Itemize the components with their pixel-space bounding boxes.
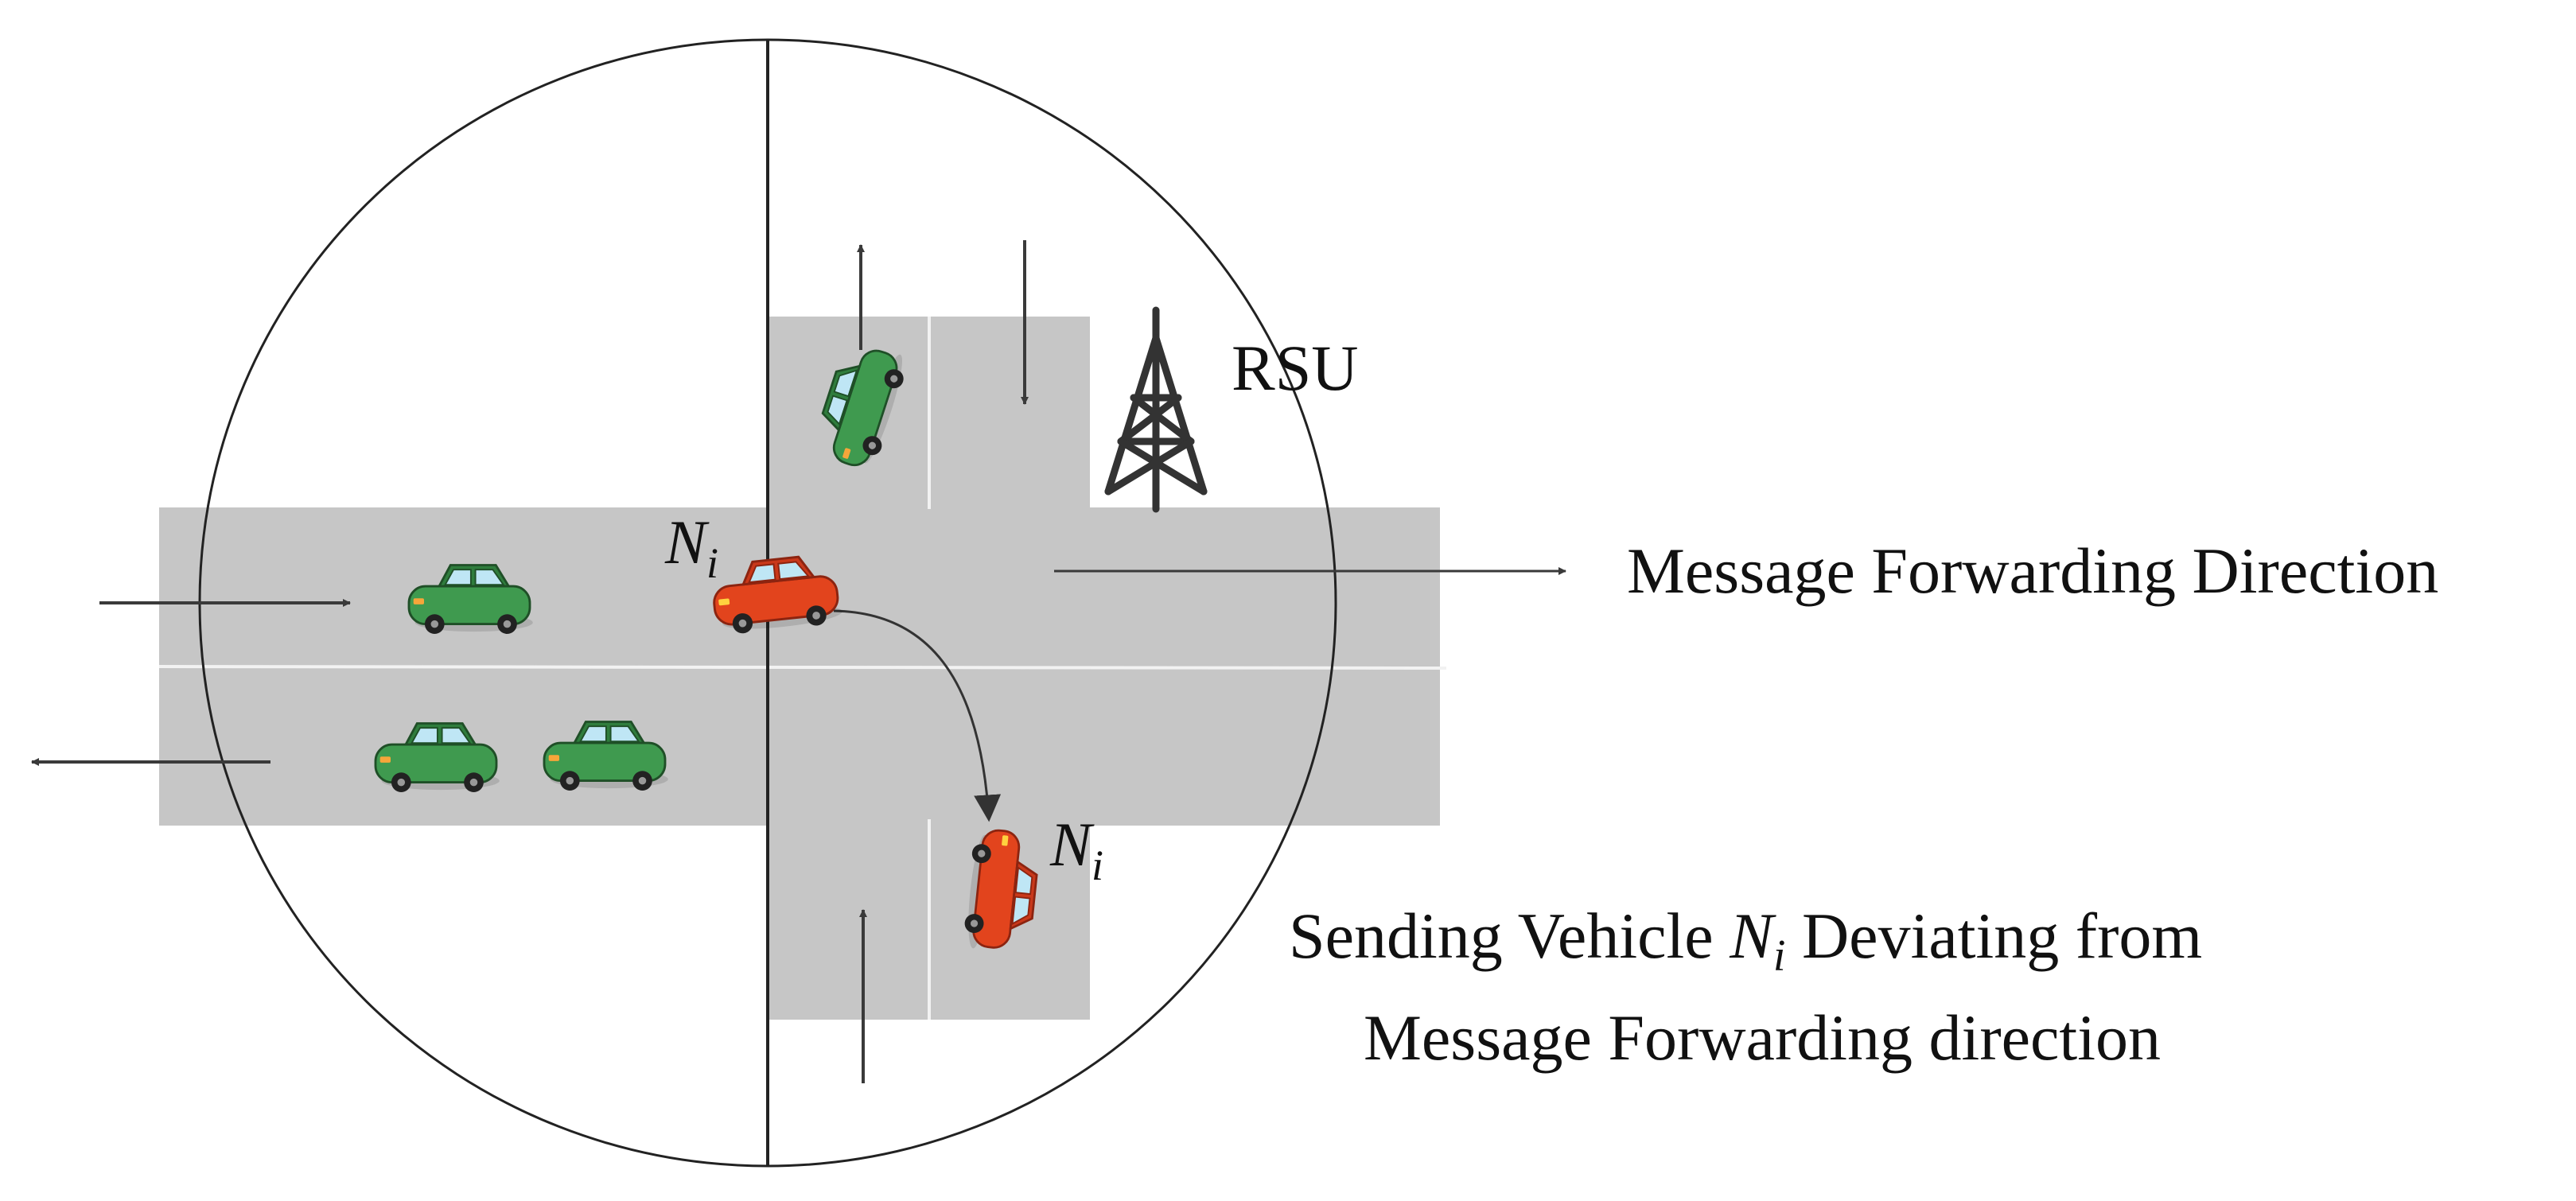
roads xyxy=(158,317,1447,1020)
deviation-path-arrow xyxy=(833,609,1002,822)
rsu-label: RSU xyxy=(1232,332,1359,404)
sending-node-label-bottom: Ni xyxy=(1049,810,1103,889)
horizontal-lane-divider xyxy=(158,665,1447,670)
message-forwarding-direction-label: Message Forwarding Direction xyxy=(1627,534,2438,607)
sending-node-label-top: Ni xyxy=(664,507,718,587)
rsu-tower-icon xyxy=(1104,306,1208,513)
deviating-caption-line2: Message Forwarding direction xyxy=(1364,1001,2161,1074)
deviating-caption-line1: Sending Vehicle Ni Deviating from xyxy=(1289,900,2202,981)
traffic-arrows xyxy=(31,240,1566,1083)
